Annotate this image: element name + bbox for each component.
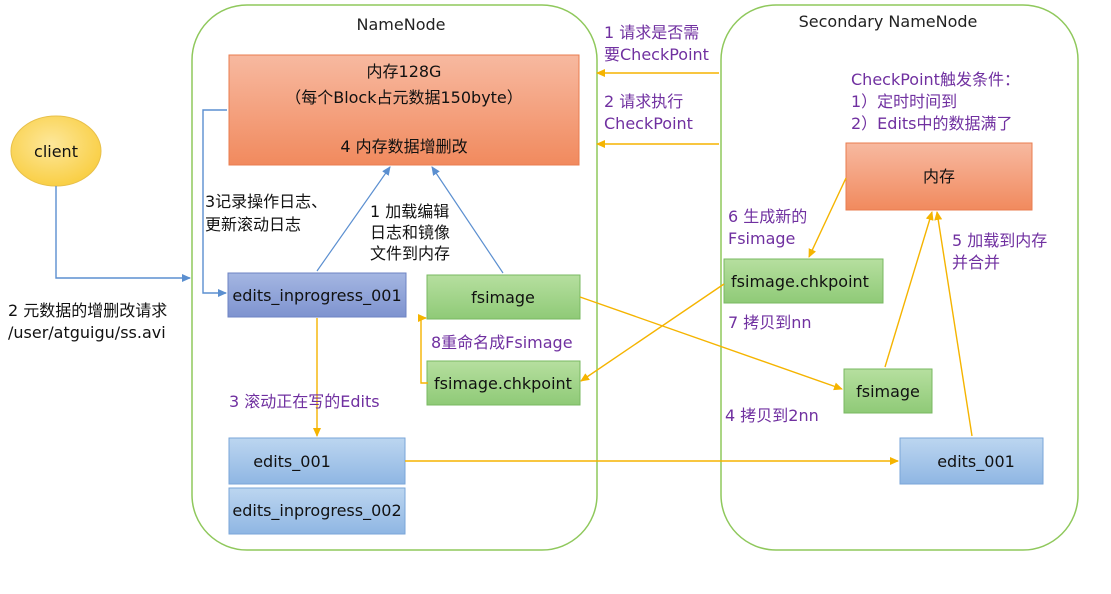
namenode-fsimage-chkpoint-label: fsimage.chkpoint xyxy=(434,374,572,393)
client-label: client xyxy=(34,142,78,161)
label-load-a: 1 加载编辑 xyxy=(370,202,449,221)
label-copy-nn: 7 拷贝到nn xyxy=(728,313,812,332)
edits-inprogress-002-label: edits_inprogress_002 xyxy=(232,501,401,521)
secondary-namenode-title: Secondary NameNode xyxy=(799,12,978,31)
label-log-a: 3记录操作日志、 xyxy=(205,192,327,211)
checkpoint-condition-title: CheckPoint触发条件： xyxy=(851,70,1020,89)
memory-line-1: 内存128G xyxy=(367,62,442,81)
secondary-namenode-container xyxy=(720,4,1079,551)
edits-inprogress-001-label: edits_inprogress_001 xyxy=(232,286,401,306)
arrow-rename-fsimage xyxy=(418,314,428,384)
namenode-memory-box xyxy=(228,54,580,166)
checkpoint-condition-1: 1）定时时间到 xyxy=(851,92,957,111)
edits-inprogress-002-box xyxy=(228,487,406,535)
secondary-edits-001-box xyxy=(899,437,1044,485)
arrow-generate-fsimage xyxy=(808,177,847,258)
label-step2-b: CheckPoint xyxy=(604,114,693,133)
secondary-fsimage-chkpoint-label: fsimage.chkpoint xyxy=(731,272,869,291)
secondary-edits-001-label: edits_001 xyxy=(937,452,1015,472)
arrow-client-request xyxy=(55,186,191,282)
label-log-b: 更新滚动日志 xyxy=(205,215,301,234)
arrow-copy-fsimage-to-2nn xyxy=(579,296,843,391)
secondary-memory-box xyxy=(845,142,1033,211)
label-request-a: 2 元数据的增删改请求 xyxy=(8,301,167,320)
arrow-record-log xyxy=(202,109,227,297)
label-load-c: 文件到内存 xyxy=(370,244,450,263)
memory-line-2: （每个Block占元数据150byte） xyxy=(285,88,523,107)
label-generate-b: Fsimage xyxy=(728,229,795,248)
secondary-fsimage-chkpoint-box xyxy=(723,258,884,304)
label-roll-edits: 3 滚动正在写的Edits xyxy=(229,392,380,411)
arrow-load-edits-nn xyxy=(316,166,391,272)
label-rename: 8重命名成Fsimage xyxy=(431,333,573,352)
namenode-title: NameNode xyxy=(357,15,446,34)
secondary-fsimage-box xyxy=(843,368,933,414)
label-step2-a: 2 请求执行 xyxy=(604,92,683,111)
arrow-copy-chkpoint-to-nn xyxy=(580,283,725,382)
namenode-container xyxy=(191,4,598,551)
arrow-load-edits-to-memory xyxy=(934,211,973,437)
label-load-b: 日志和镜像 xyxy=(370,223,450,242)
checkpoint-condition-2: 2）Edits中的数据满了 xyxy=(851,114,1013,133)
label-merge-a: 5 加载到内存 xyxy=(952,231,1047,250)
edits-001-label: edits_001 xyxy=(253,452,331,472)
edits-inprogress-001-box xyxy=(227,272,407,318)
label-merge-b: 并合并 xyxy=(952,253,1000,272)
label-step1-b: 要CheckPoint xyxy=(604,45,709,64)
namenode-fsimage-label: fsimage xyxy=(471,288,535,307)
secondary-fsimage-label: fsimage xyxy=(856,382,920,401)
arrow-load-fsimage-nn xyxy=(431,166,504,274)
arrow-load-fsimage-to-memory xyxy=(884,211,934,368)
namenode-fsimage-box xyxy=(426,274,581,320)
label-generate-a: 6 生成新的 xyxy=(728,207,807,226)
secondary-memory-label: 内存 xyxy=(923,167,955,186)
label-step1-a: 1 请求是否需 xyxy=(604,23,699,42)
memory-line-3: 4 内存数据增删改 xyxy=(340,137,467,156)
label-request-b: /user/atguigu/ss.avi xyxy=(8,323,166,342)
label-copy-2nn: 4 拷贝到2nn xyxy=(725,406,819,425)
edits-001-box xyxy=(228,437,406,485)
